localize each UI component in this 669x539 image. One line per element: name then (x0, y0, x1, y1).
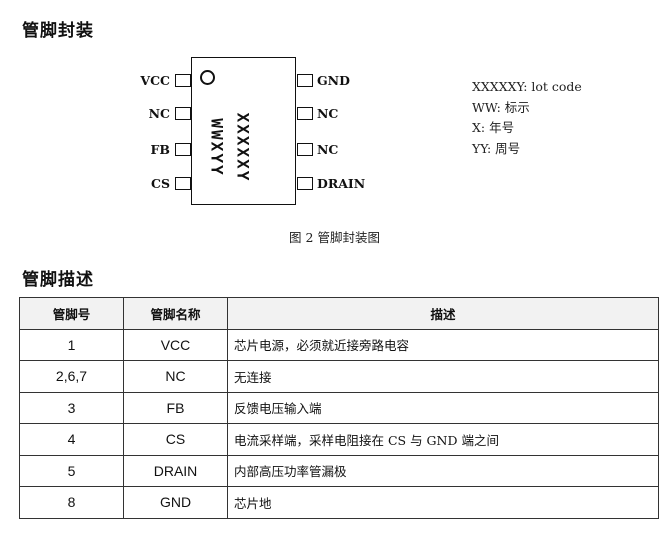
table-row: 1 VCC 芯片电源，必须就近接旁路电容 (19, 328, 659, 361)
pin-label-drain: DRAIN (317, 176, 366, 191)
pin-4-lead (175, 177, 191, 190)
cell-pin-name: DRAIN (123, 454, 228, 487)
package-section-title: 管脚封装 (22, 21, 94, 41)
header-description: 描述 (227, 297, 659, 330)
chip-marking-lot: XXXXXY (233, 112, 253, 182)
cell-pin-name: VCC (123, 328, 228, 361)
cell-pin-name: NC (123, 360, 228, 393)
pin-1-lead (175, 74, 191, 87)
cell-description: 芯片电源，必须就近接旁路电容 (227, 328, 659, 361)
table-row: 3 FB 反馈电压输入端 (19, 391, 659, 424)
pin-5-lead (297, 177, 313, 190)
cell-pin-number: 3 (19, 391, 124, 424)
cell-description: 反馈电压输入端 (227, 391, 659, 424)
description-section-title: 管脚描述 (22, 270, 94, 290)
pin-label-vcc: VCC (140, 73, 170, 88)
cell-description: 电流采样端，采样电阻接在 CS 与 GND 端之间 (227, 423, 659, 456)
marking-legend: XXXXXY: lot code WW: 标示 X: 年号 YY: 周号 (472, 77, 582, 159)
pin-label-gnd: GND (317, 73, 350, 88)
cell-pin-name: GND (123, 486, 228, 519)
cell-pin-number: 1 (19, 328, 124, 361)
cell-pin-number: 8 (19, 486, 124, 519)
pin-label-nc-right-2: NC (317, 142, 339, 157)
table-row: 5 DRAIN 内部高压功率管漏极 (19, 454, 659, 487)
cell-pin-name: CS (123, 423, 228, 456)
pin-label-nc-left: NC (148, 106, 170, 121)
legend-item: WW: 标示 (472, 99, 530, 115)
cell-pin-number: 2,6,7 (19, 360, 124, 393)
cell-description: 芯片地 (227, 486, 659, 519)
cell-pin-name: FB (123, 391, 228, 424)
header-pin-name: 管脚名称 (123, 297, 228, 330)
cell-description: 无连接 (227, 360, 659, 393)
pin1-indicator-icon (200, 70, 215, 85)
chip-package-body (191, 57, 296, 205)
pin-2-lead (175, 107, 191, 120)
pin-7-lead (297, 107, 313, 120)
pin-6-lead (297, 143, 313, 156)
chip-marking-ww: WWXYY (207, 117, 227, 177)
table-row: 8 GND 芯片地 (19, 486, 659, 519)
legend-item: XXXXXY: lot code (472, 79, 582, 94)
pin-description-table: 管脚号 管脚名称 描述 1 VCC 芯片电源，必须就近接旁路电容 2,6,7 N… (19, 297, 659, 519)
pin-label-fb: FB (150, 142, 170, 157)
figure-caption: 图 2 管脚封装图 (289, 230, 380, 245)
pin-8-lead (297, 74, 313, 87)
legend-item: X: 年号 (472, 120, 515, 135)
cell-description: 内部高压功率管漏极 (227, 454, 659, 487)
cell-pin-number: 4 (19, 423, 124, 456)
pin-label-cs: CS (151, 176, 170, 191)
table-row: 4 CS 电流采样端，采样电阻接在 CS 与 GND 端之间 (19, 423, 659, 456)
pin-3-lead (175, 143, 191, 156)
legend-item: YY: 周号 (472, 140, 521, 156)
pin-label-nc-right-1: NC (317, 106, 339, 121)
cell-pin-number: 5 (19, 454, 124, 487)
table-row: 2,6,7 NC 无连接 (19, 360, 659, 393)
table-header-row: 管脚号 管脚名称 描述 (19, 297, 659, 330)
header-pin-number: 管脚号 (19, 297, 124, 330)
